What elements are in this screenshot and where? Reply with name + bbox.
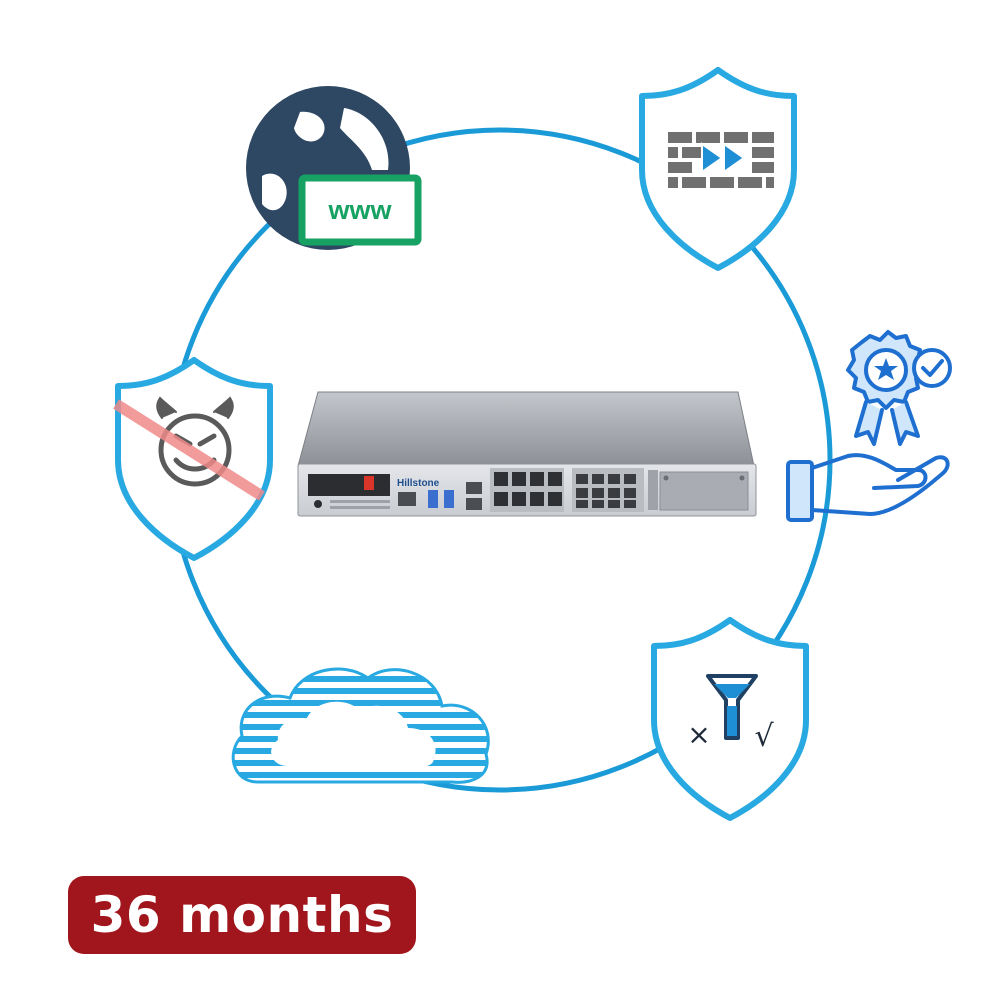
firewall-appliance: Hillstone [297, 391, 757, 517]
forward-arrow-icon [701, 142, 724, 174]
globe-www-icon: www [246, 86, 422, 250]
ethernet-ports [490, 468, 564, 512]
cloud-icon [231, 667, 490, 784]
filter-shield-icon: × √ [651, 617, 809, 821]
award-hand-icon [786, 330, 952, 522]
malware-block-shield-icon [113, 357, 273, 561]
firewall-shield-icon [639, 67, 797, 271]
device-brand-label: Hillstone [397, 478, 440, 489]
block-strike [113, 399, 265, 501]
duration-badge: 36 months [68, 876, 416, 954]
allow-symbol: √ [754, 719, 774, 754]
www-label: www [327, 195, 392, 225]
deny-symbol: × [687, 718, 710, 751]
sfp-ports [572, 468, 644, 512]
